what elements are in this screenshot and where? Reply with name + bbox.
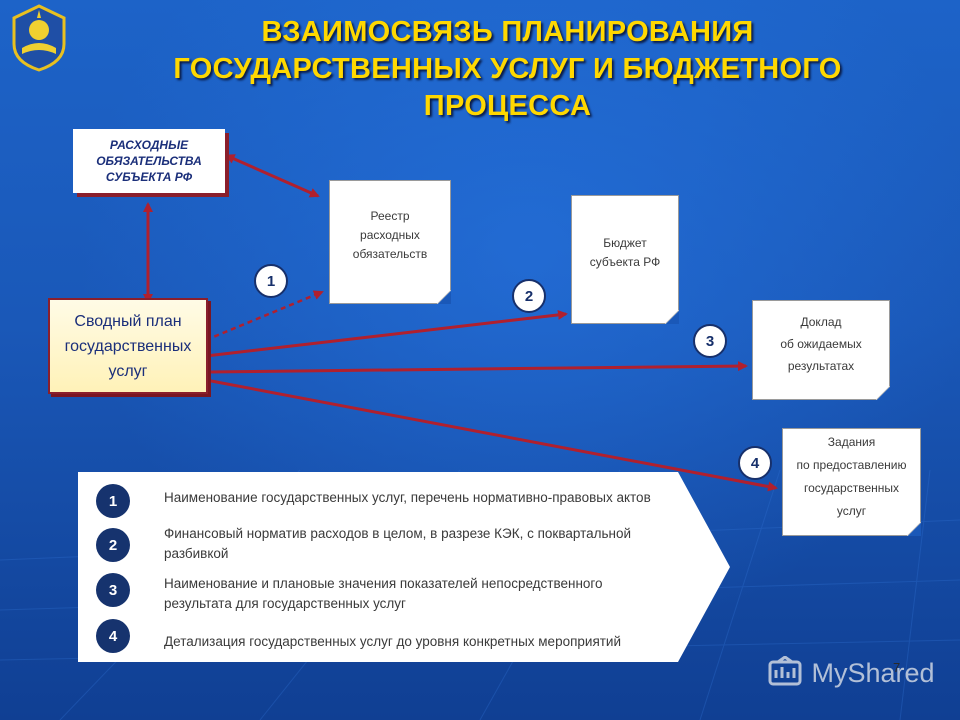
watermark-logo-icon xyxy=(768,655,802,686)
page-fold-icon xyxy=(907,522,921,536)
report-document: Доклад об ожидаемых результатах xyxy=(752,300,890,400)
title-line-1: ВЗАИМОСВЯЗЬ ПЛАНИРОВАНИЯ xyxy=(261,16,754,48)
watermark: MyShared xyxy=(768,655,935,689)
registry-line-1: Реестр xyxy=(370,209,410,223)
arrow-plan-report xyxy=(207,361,748,374)
arrow-plan-registry xyxy=(205,290,324,342)
step-badge-1: 1 xyxy=(254,264,288,298)
legend-text-1: Наименование государственных услуг, пере… xyxy=(164,490,651,505)
report-line-3: результатах xyxy=(787,359,855,373)
step-badge-4: 4 xyxy=(738,446,772,480)
legend-number-4: 4 xyxy=(96,619,130,653)
budget-line-1: Бюджет xyxy=(603,236,647,250)
legend-panel xyxy=(78,472,730,662)
obligations-line-1: РАСХОДНЫЕ xyxy=(109,138,189,152)
step-badge-2: 2 xyxy=(512,279,546,313)
emblem-icon xyxy=(12,4,66,72)
tasks-line-4: услуг xyxy=(836,504,867,518)
legend-number-1: 1 xyxy=(96,484,130,518)
report-line-2: об ожидаемых xyxy=(780,337,862,351)
title-line-2: ГОСУДАРСТВЕННЫХ УСЛУГ И БЮДЖЕТНОГО xyxy=(173,53,842,85)
page-fold-icon xyxy=(876,386,890,400)
registry-line-3: обязательств xyxy=(352,247,428,261)
budget-line-2: субъекта РФ xyxy=(589,255,661,269)
legend-text-4: Детализация государственных услуг до уро… xyxy=(164,634,622,649)
tasks-line-1: Задания xyxy=(827,435,876,449)
watermark-text: MyShared xyxy=(811,658,935,688)
arrow-plan-tasks xyxy=(205,378,778,492)
arrow-plan-budget xyxy=(205,309,568,358)
title-line-3: ПРОЦЕССА xyxy=(423,90,592,122)
plan-line-2: государственных xyxy=(64,337,192,355)
plan-line-3: услуг xyxy=(108,362,148,380)
registry-line-2: расходных xyxy=(360,228,420,242)
page-number: 7 xyxy=(893,660,901,675)
services-plan-box: Сводный план государственных услуг xyxy=(48,298,208,394)
tasks-document: Задания по предоставлению государственны… xyxy=(782,428,921,536)
legend-text-2: Финансовый норматив расходов в целом, в … xyxy=(164,526,632,561)
arrow-obligations-registry xyxy=(224,154,320,198)
report-line-1: Доклад xyxy=(800,315,842,329)
obligations-box: РАСХОДНЫЕ ОБЯЗАТЕЛЬСТВА СУБЪЕКТА РФ xyxy=(73,129,225,193)
obligations-line-3: СУБЪЕКТА РФ xyxy=(105,170,193,184)
budget-document: Бюджет субъекта РФ xyxy=(571,195,679,324)
page-fold-icon xyxy=(437,290,451,304)
plan-line-1: Сводный план xyxy=(74,312,182,330)
legend-number-2: 2 xyxy=(96,528,130,562)
legend-number-3: 3 xyxy=(96,573,130,607)
obligations-line-2: ОБЯЗАТЕЛЬСТВА xyxy=(96,154,202,168)
step-badge-3: 3 xyxy=(693,324,727,358)
tasks-line-3: государственных xyxy=(803,481,900,495)
registry-document: Реестр расходных обязательств xyxy=(329,180,451,304)
tasks-line-2: по предоставлению xyxy=(796,458,907,472)
legend-text-3: Наименование и плановые значения показат… xyxy=(164,576,603,611)
page-fold-icon xyxy=(665,310,679,324)
slide-title: ВЗАИМОСВЯЗЬ ПЛАНИРОВАНИЯ ГОСУДАРСТВЕННЫХ… xyxy=(135,14,880,125)
